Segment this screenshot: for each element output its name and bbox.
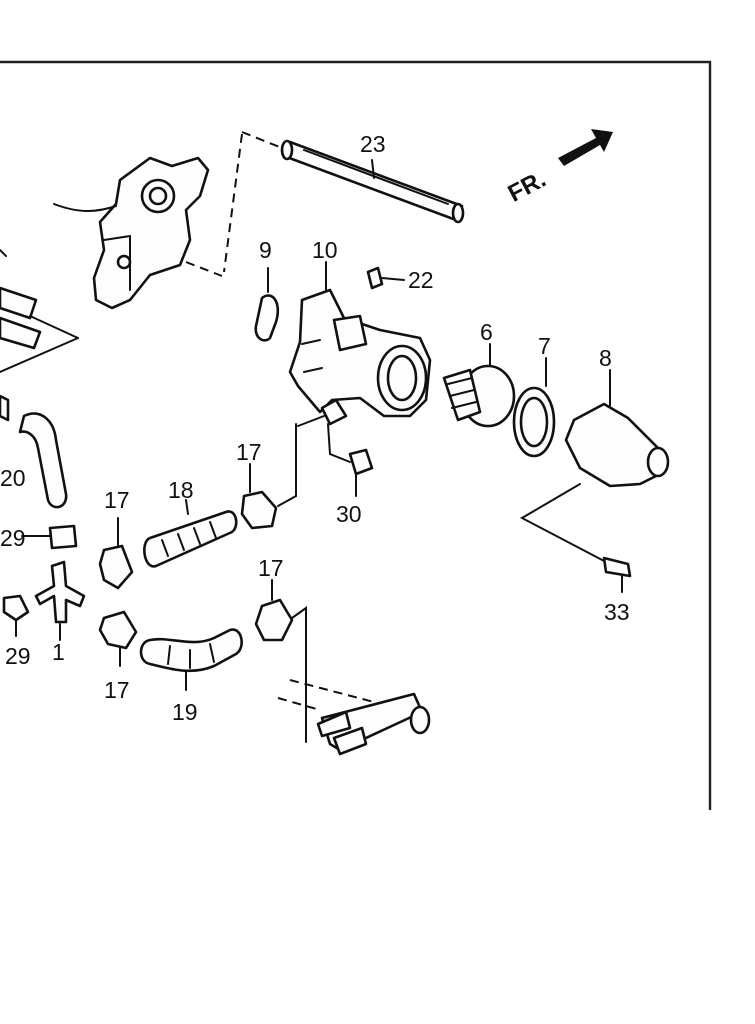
part-29-clip-lower [2,594,30,637]
part-17-d-label: 17 [258,555,284,581]
part-22-bolt [366,266,405,290]
part-17-b-label: 17 [236,439,262,465]
part-17-hose-clamp-c [98,610,138,667]
part-7-gasket-ring [512,357,556,458]
part-19-label: 19 [172,699,198,725]
part-29-clip-upper [21,524,78,550]
part-33-label: 33 [604,599,630,625]
part-10-thermostat-housing [288,261,432,427]
connecting-pipe-assembly [277,679,431,756]
part-18-hose [143,499,238,568]
part-1-label: 1 [52,639,65,665]
front-arrow-icon [558,129,613,166]
part-23-water-pipe [280,139,465,224]
left-fitting-fragment [0,249,79,373]
part-10-label: 10 [312,237,338,263]
part-17-hose-clamp-a [98,517,134,590]
part-7-label: 7 [538,333,551,359]
part-20-hose [0,394,68,509]
part-33-bolt [519,483,632,593]
part-6-thermostat [442,343,516,428]
part-9-label: 9 [259,237,272,263]
part-20-label: 20 [0,465,26,491]
part-8-thermostat-cover [564,369,670,488]
part-23-leader-line [223,131,283,273]
part-29-lower-label: 29 [5,643,31,669]
part-18-label: 18 [168,477,194,503]
part-19-hose [139,628,243,691]
part-6-label: 6 [480,319,493,345]
front-marker-label: FR. [504,166,551,208]
part-22-label: 22 [408,267,434,293]
part-17-a-label: 17 [104,487,130,513]
part-30-bolt [327,423,374,497]
part-17-c-label: 17 [104,677,130,703]
part-9-gasket [254,267,280,342]
front-direction-arrow: FR. [504,129,613,208]
part-17-hose-clamp-d [254,579,307,743]
part-1-water-joint [34,560,86,641]
part-30-label: 30 [336,501,362,527]
engine-housing [53,156,223,310]
part-29-upper-label: 29 [0,525,26,551]
part-8-label: 8 [599,345,612,371]
part-17-hose-clamp-b [240,423,297,530]
part-23-label: 23 [360,131,386,157]
diagram-frame [0,60,712,810]
